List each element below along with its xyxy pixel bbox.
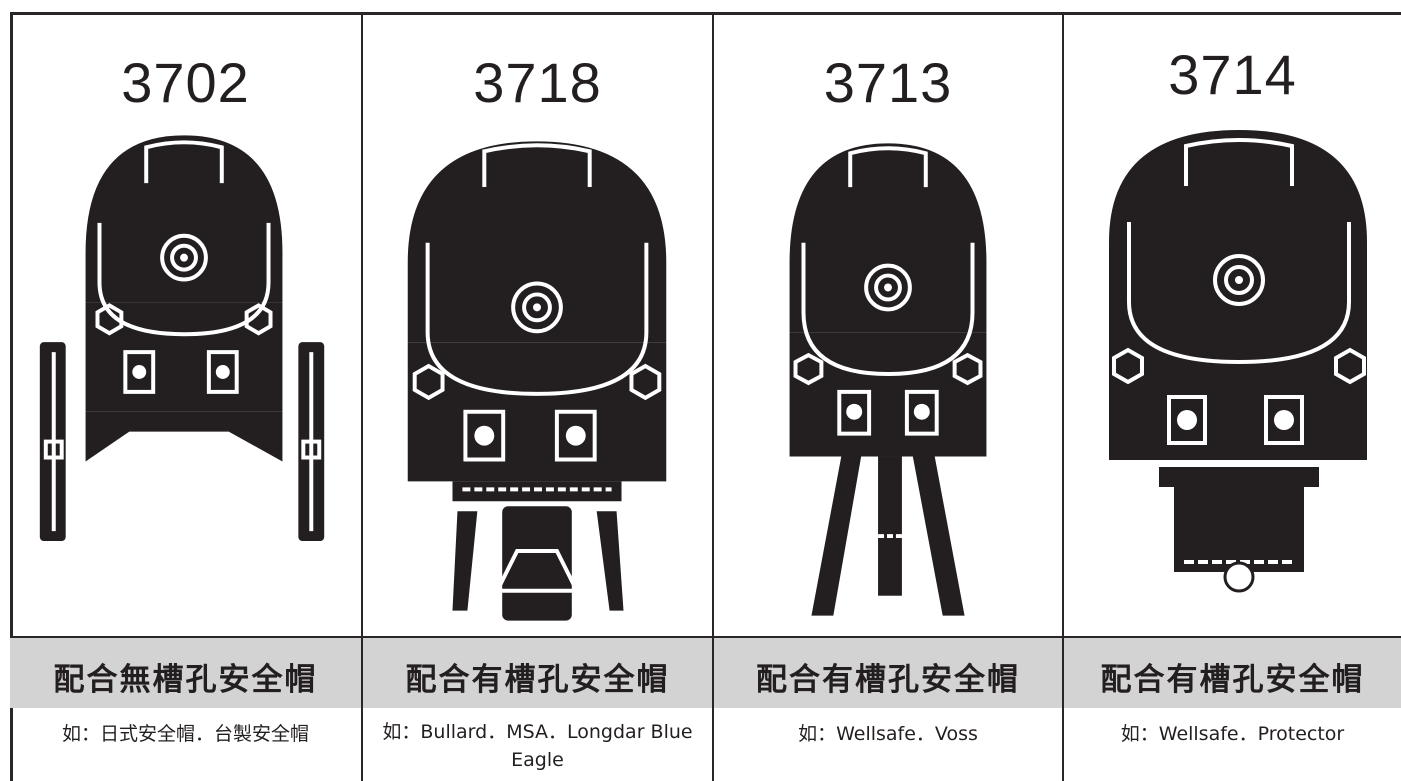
compat-band	[10, 636, 361, 708]
compatibility-label: 配合有槽孔安全帽	[405, 662, 670, 698]
prong-adapter-icon	[789, 143, 987, 616]
model-number: 3713	[823, 51, 953, 114]
model-number: 3702	[121, 51, 250, 114]
product-card-3713: 3713 配合有槽孔安全帽 如：Wellsafe．Voss	[714, 12, 1064, 781]
compat-band	[363, 636, 712, 708]
compat-band	[1064, 636, 1401, 708]
example-brands: 如：Wellsafe．Voss	[798, 723, 978, 745]
compatibility-label: 配合有槽孔安全帽	[756, 662, 1020, 698]
compatibility-label: 配合有槽孔安全帽	[1100, 662, 1365, 698]
clip-adapter-icon	[407, 141, 667, 621]
compat-band	[714, 636, 1062, 708]
product-card-3702: 3702 配合無槽孔安全帽 如：日式安全帽．台製安全帽	[10, 12, 363, 781]
product-card-3714: 3714 配合有槽孔安全帽 如：Wellsafe．Protector	[1064, 12, 1401, 781]
slotless-adapter-icon	[39, 135, 325, 542]
example-brands: 如：日式安全帽．台製安全帽	[61, 723, 309, 745]
model-number: 3718	[473, 51, 602, 114]
example-brands: 如：Bullard．MSA．Longdar Blue Eagle	[382, 721, 693, 771]
product-card-3718: 3718 配合有槽孔安全帽 如：Bullard．MSA．Longdar Bl	[363, 12, 714, 781]
block-adapter-icon	[1109, 130, 1367, 593]
example-brands: 如：Wellsafe．Protector	[1120, 723, 1345, 745]
product-grid-frame	[10, 12, 1401, 781]
model-number: 3714	[1168, 43, 1297, 106]
compatibility-label: 配合無槽孔安全帽	[53, 662, 318, 698]
